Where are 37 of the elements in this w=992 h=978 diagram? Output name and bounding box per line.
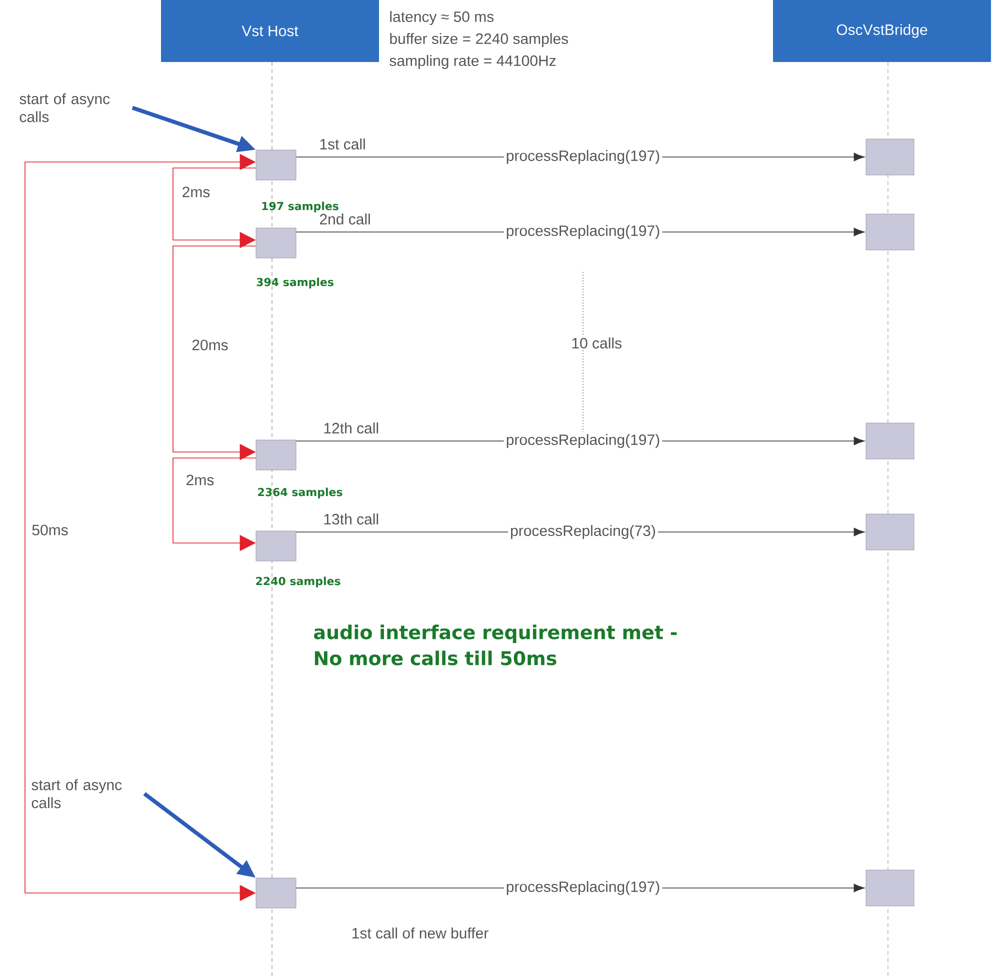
activation-box — [866, 214, 914, 250]
edge-label: processReplacing(197) — [504, 879, 662, 897]
lifeline-header: OscVstBridge — [773, 0, 991, 62]
edge-label: processReplacing(197) — [504, 223, 662, 241]
activation-box — [256, 530, 296, 562]
status-text: audio interface requirement met - No more calls till 50ms — [314, 624, 677, 666]
call-label: 1st call — [318, 138, 367, 151]
call-label: 13th call — [322, 512, 380, 526]
edge-label: 50ms — [30, 522, 70, 538]
activation-box — [866, 138, 914, 176]
caption-text: 1st call of new buffer — [352, 928, 488, 939]
activation-box — [866, 422, 914, 460]
call-label: 12th call — [322, 422, 380, 435]
edge-label: 2ms — [180, 184, 212, 200]
sample-count: 197 samples — [262, 202, 338, 212]
edge-label: 20ms — [190, 338, 230, 352]
param-text: latency ≈ 50 ms — [388, 10, 496, 26]
sample-count: 2364 samples — [258, 488, 342, 498]
param-text: buffer size = 2240 samples — [388, 32, 570, 48]
annotation-text: start of async calls — [32, 779, 122, 808]
activation-box — [256, 878, 296, 908]
edge-label: processReplacing(197) — [504, 432, 662, 450]
lifeline-header: Vst Host — [161, 0, 379, 62]
edge-label: processReplacing(73) — [508, 523, 658, 541]
activation-box — [256, 228, 296, 258]
activation-box — [866, 870, 914, 906]
edge-label: 2ms — [184, 472, 216, 488]
edge-label: processReplacing(197) — [504, 148, 662, 166]
activation-box — [256, 440, 296, 470]
param-text: sampling rate = 44100Hz — [388, 54, 558, 70]
call-label: 2nd call — [318, 212, 372, 226]
activation-box — [866, 514, 914, 550]
sample-count: 2240 samples — [256, 576, 340, 588]
activation-box — [256, 150, 296, 180]
sample-count: 394 samples — [256, 278, 334, 288]
annotation-text: start of async calls — [20, 93, 110, 122]
call-count: 10 calls — [570, 336, 624, 350]
